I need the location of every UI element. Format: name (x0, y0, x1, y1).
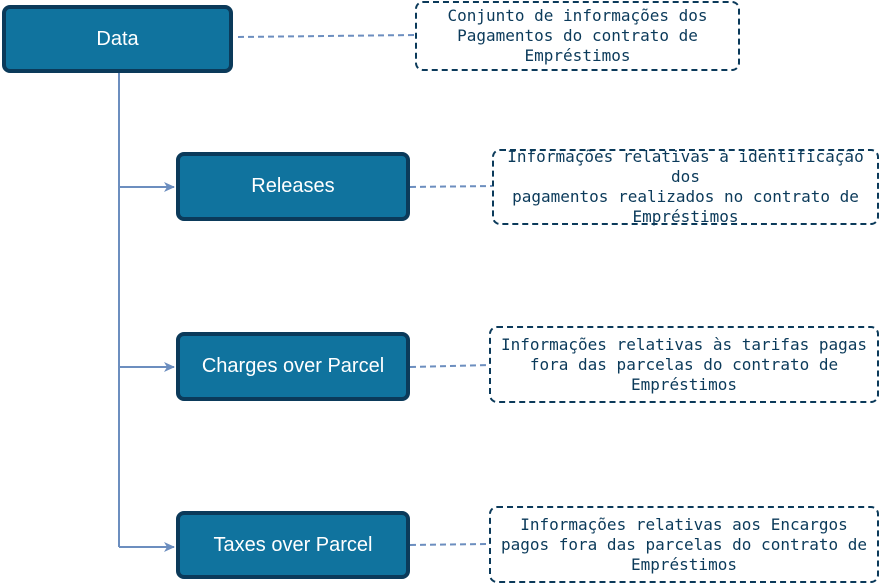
note-charges-text: Informações relativas às tarifas pagas f… (500, 334, 868, 394)
note-data-text: Conjunto de informações dos Pagamentos d… (447, 6, 708, 65)
node-charges-over-parcel[interactable]: Charges over Parcel (176, 332, 410, 401)
node-releases-label: Releases (251, 175, 335, 197)
note-taxes: Informações relativas aos Encargos pagos… (489, 506, 879, 583)
node-taxes-label: Taxes over Parcel (213, 533, 373, 556)
note-link-taxes (409, 543, 490, 546)
note-charges: Informações relativas às tarifas pagas f… (489, 326, 879, 403)
note-taxes-text: Informações relativas aos Encargos pagos… (500, 514, 868, 574)
note-link-releases (409, 185, 493, 188)
node-data[interactable]: Data (2, 5, 233, 73)
note-data: Conjunto de informações dos Pagamentos d… (415, 1, 740, 71)
note-releases-text: Informações relativas à identificação do… (507, 147, 864, 226)
node-releases[interactable]: Releases (176, 152, 410, 221)
note-link-charges (409, 364, 490, 368)
node-charges-label: Charges over Parcel (201, 355, 385, 377)
node-data-label: Data (96, 27, 139, 50)
node-taxes-over-parcel[interactable]: Taxes over Parcel (176, 511, 410, 579)
note-releases: Informações relativas à identificação do… (492, 147, 879, 226)
note-link-data (237, 34, 416, 38)
